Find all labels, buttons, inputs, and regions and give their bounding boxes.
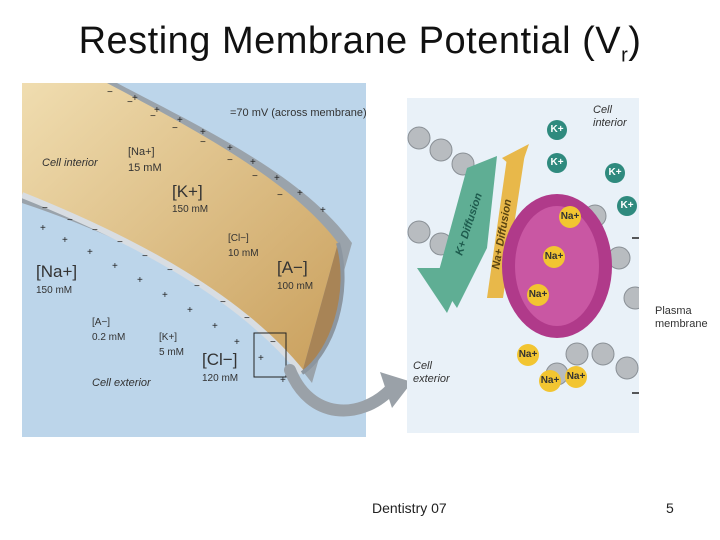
- svg-text:−: −: [194, 281, 200, 292]
- interior-a-conc: 100 mM: [277, 281, 314, 292]
- svg-text:−: −: [92, 225, 98, 236]
- membrane-concentration-figure: ++++ ++++ ++++ ++++ ++++ −−−− −−−− −−−− …: [22, 83, 366, 437]
- k-ion: K+: [605, 163, 625, 183]
- svg-text:+: +: [112, 261, 118, 272]
- svg-text:+: +: [200, 127, 206, 138]
- na-ion: Na+: [559, 206, 581, 228]
- svg-text:+: +: [297, 188, 303, 199]
- zoom-arrow: [284, 364, 412, 417]
- svg-text:−: −: [127, 97, 133, 108]
- interior-k-ion: [K+]: [172, 182, 203, 201]
- svg-text:+: +: [250, 157, 256, 168]
- na-ion: Na+: [543, 246, 565, 268]
- title-close: ): [628, 20, 642, 62]
- exterior-a-conc: 0.2 mM: [92, 332, 126, 343]
- svg-text:+: +: [40, 223, 46, 234]
- svg-text:+: +: [132, 93, 138, 104]
- svg-text:+: +: [258, 353, 264, 364]
- exterior-na-conc: 150 mM: [36, 285, 73, 296]
- svg-text:−: −: [227, 155, 233, 166]
- zoom-box: [253, 332, 287, 378]
- svg-text:−: −: [142, 251, 148, 262]
- svg-text:−: −: [200, 137, 206, 148]
- membrane-inner-edge: [22, 192, 305, 375]
- interior-a-ion: [A−]: [277, 258, 308, 277]
- svg-text:−: −: [172, 123, 178, 134]
- exterior-cl-ion: [Cl−]: [202, 350, 238, 369]
- svg-text:+: +: [154, 105, 160, 116]
- k-ion: K+: [547, 153, 567, 173]
- voltage-label: =70 mV (across membrane): [230, 107, 366, 119]
- exterior-k-conc: 5 mM: [159, 347, 184, 358]
- title-subscript: r: [621, 44, 629, 67]
- svg-text:+: +: [187, 305, 193, 316]
- svg-text:−: −: [270, 337, 276, 348]
- svg-text:−: −: [117, 237, 123, 248]
- svg-text:+: +: [177, 115, 183, 126]
- svg-text:−: −: [67, 215, 73, 226]
- svg-text:+: +: [234, 337, 240, 348]
- svg-text:−: −: [42, 203, 48, 214]
- ion-channel-figure: Cell interior Cell exterior K+ Diffusion…: [407, 98, 639, 433]
- membrane-end-cap: [300, 242, 345, 375]
- na-diffusion-arrow: [487, 153, 525, 298]
- cell-interior-label: Cell interior: [42, 157, 98, 169]
- title-text: Resting Membrane Potential (V: [78, 20, 622, 62]
- footer-course: Dentistry 07: [372, 500, 447, 516]
- svg-text:−: −: [167, 265, 173, 276]
- cell-exterior-label: Cell exterior: [413, 360, 450, 385]
- na-ion: Na+: [539, 370, 561, 392]
- exterior-na-ion: [Na+]: [36, 262, 78, 281]
- svg-text:−: −: [244, 313, 250, 324]
- interior-na-ion: [Na+]: [128, 146, 155, 158]
- page-number: 5: [666, 500, 674, 516]
- svg-text:−: −: [107, 87, 113, 98]
- k-ion: K+: [547, 120, 567, 140]
- svg-text:+: +: [87, 247, 93, 258]
- svg-text:+: +: [62, 235, 68, 246]
- svg-text:+: +: [320, 205, 326, 216]
- interior-na-conc: 15 mM: [128, 162, 162, 174]
- svg-text:−: −: [252, 171, 258, 182]
- cell-interior-label: Cell interior: [593, 104, 627, 129]
- svg-text:+: +: [227, 143, 233, 154]
- na-ion: Na+: [565, 366, 587, 388]
- na-ion: Na+: [527, 284, 549, 306]
- exterior-a-ion: [A−]: [92, 317, 111, 328]
- interior-cl-ion: [Cl−]: [228, 233, 249, 244]
- exterior-k-ion: [K+]: [159, 332, 178, 343]
- svg-text:−: −: [150, 111, 156, 122]
- svg-text:+: +: [162, 290, 168, 301]
- k-ion: K+: [617, 196, 637, 216]
- exterior-cl-conc: 120 mM: [202, 373, 239, 384]
- svg-text:−: −: [277, 190, 283, 201]
- na-ion: Na+: [517, 344, 539, 366]
- plasma-membrane-label: Plasma membrane: [655, 305, 708, 331]
- charge-marks: ++++ ++++ ++++ ++++ ++++ −−−− −−−− −−−− …: [40, 87, 326, 386]
- slide-title: Resting Membrane Potential (Vr): [0, 20, 720, 68]
- svg-text:+: +: [274, 173, 280, 184]
- svg-text:+: +: [212, 321, 218, 332]
- membrane-drawing: ++++ ++++ ++++ ++++ ++++ −−−− −−−− −−−− …: [22, 83, 352, 386]
- svg-text:+: +: [137, 275, 143, 286]
- svg-text:+: +: [280, 375, 286, 386]
- interior-cl-conc: 10 mM: [228, 248, 259, 259]
- interior-k-conc: 150 mM: [172, 204, 209, 215]
- svg-text:−: −: [220, 297, 226, 308]
- cell-exterior-label: Cell exterior: [92, 377, 151, 389]
- cell-interior-region: [22, 83, 338, 373]
